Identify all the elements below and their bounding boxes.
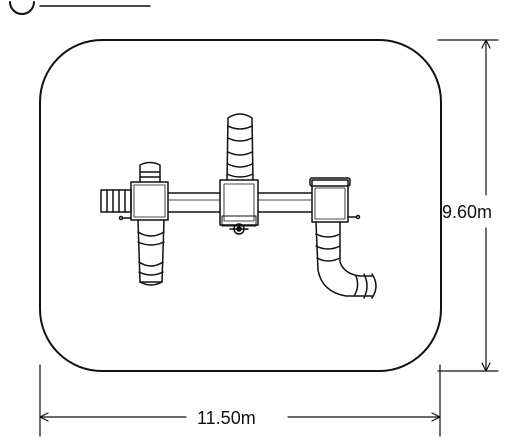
left-tube-slide [137, 219, 165, 286]
play-structure [100, 113, 377, 299]
right-curved-slide [315, 221, 377, 299]
center-tower [219, 179, 259, 235]
left-ladder [100, 189, 132, 221]
section-marker-icon [9, 1, 35, 15]
safety-zone-outline [39, 39, 442, 372]
left-slide-up [139, 161, 161, 183]
right-deck [309, 177, 361, 223]
left-deck [130, 181, 169, 221]
width-dimension [39, 364, 441, 437]
center-tube-slide [226, 113, 254, 181]
width-label: 11.50m [197, 408, 256, 428]
depth-label: 9.60m [442, 202, 492, 222]
depth-dimension [437, 39, 499, 372]
